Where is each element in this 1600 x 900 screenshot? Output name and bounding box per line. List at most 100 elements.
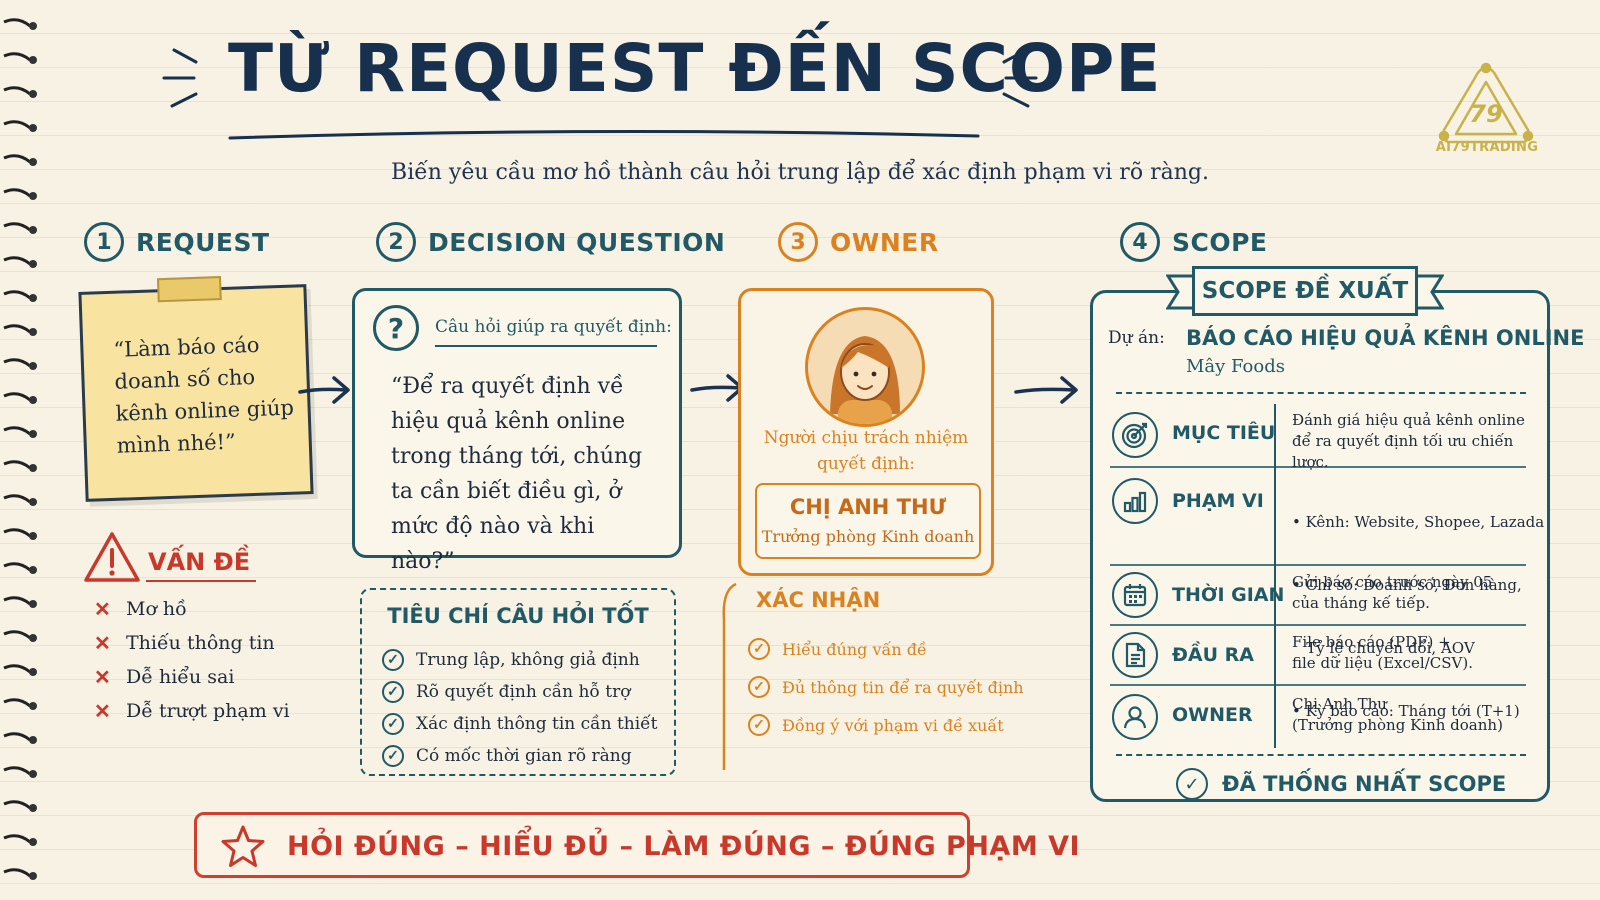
user-icon [1112,694,1158,740]
check-circle-icon: ✓ [1176,768,1208,800]
ai79trading-logo: 79 [1438,62,1534,144]
svg-text:79: 79 [1469,100,1502,128]
question-mark-icon: ? [373,305,419,351]
row-label: PHẠM VI [1172,490,1264,512]
row-label: THỜI GIAN [1172,584,1285,606]
step-label: REQUEST [136,227,270,257]
list-item: ✕Dễ hiểu sai [94,660,290,694]
owner-role: Trưởng phòng Kinh doanh [761,527,975,546]
divider [1110,564,1526,566]
criteria-title: TIÊU CHÍ CÂU HỎI TỐT [387,604,649,628]
criteria-list: ✓ Trung lập, không giả định ✓ Rõ quyết địn… [382,644,657,772]
row-value-line: file dữ liệu (Excel/CSV). [1292,654,1473,672]
check-circle-icon: ✓ [382,745,404,767]
step-4-header: 4 SCOPE [1120,222,1268,262]
scope-row-range: PHẠM VI • Kênh: Website, Shopee, Lazada … [1108,468,1544,720]
list-item-text: Xác định thông tin cần thiết [416,714,658,734]
check-circle-icon: ✓ [748,714,770,736]
divider [1110,684,1526,686]
arrow-icon [298,376,350,404]
step-number: 3 [778,222,818,262]
problem-title: VẤN ĐỀ [148,548,251,576]
divider [435,345,657,347]
problem-header: VẤN ĐỀ [82,530,282,590]
page-subtitle: Biến yêu cầu mơ hồ thành câu hỏi trung l… [391,160,1209,185]
row-label: MỤC TIÊU [1172,422,1276,444]
project-client: Mây Foods [1186,356,1285,377]
question-text: “Để ra quyết định về hiệu quả kênh onlin… [391,374,643,574]
row-value-line: • Kỳ báo cáo: Tháng tới (T+1) [1292,702,1520,720]
divider [146,580,256,582]
avatar [805,307,925,427]
slogan-text: HỎI ĐÚNG – HIỂU ĐỦ – LÀM ĐÚNG – ĐÚNG PHẠ… [287,831,1081,862]
check-circle-icon: ✓ [382,681,404,703]
row-value: • Kênh: Website, Shopee, Lazada • Chỉ số… [1292,470,1544,764]
row-value-line: File báo cáo (PDF) + [1292,633,1451,651]
list-item: ✓ Trung lập, không giả định [382,644,657,676]
list-item: ✓Đủ thông tin để ra quyết định [748,668,1024,706]
arrow-icon [1014,376,1078,404]
scope-row-objective: MỤC TIÊU Đánh giá hiệu quả kênh online đ… [1108,404,1528,471]
list-item: ✕ Dễ trượt phạm vi [94,694,290,728]
question-caption: Câu hỏi giúp ra quyết định: [435,317,672,337]
row-value: Đánh giá hiệu quả kênh online để ra quyế… [1292,410,1528,473]
criteria-card: TIÊU CHÍ CÂU HỎI TỐT ✓ Trung lập, không g… [360,588,676,776]
list-item: ✓Đồng ý với phạm vi đề xuất [748,706,1024,744]
check-circle-icon: ✓ [748,676,770,698]
row-label: OWNER [1172,704,1253,726]
bar-chart-icon [1112,478,1158,524]
confirm-list: ✓Hiểu đúng vấn đề ✓Đủ thông tin để ra qu… [748,630,1024,744]
divider [1110,466,1526,468]
document-icon [1112,632,1158,678]
list-item-text: Mơ hồ [126,598,187,620]
step-2-header: 2 DECISION QUESTION [376,222,725,262]
list-item-text: Rõ quyết định cần hỗ trợ [416,682,631,702]
woman-avatar-icon [830,336,900,424]
warning-icon [84,532,140,582]
step-label: OWNER [830,227,939,257]
star-icon [221,825,265,867]
list-item: ✓Hiểu đúng vấn đề [748,630,1024,668]
step-1-header: 1 REQUEST [84,222,270,262]
divider [1274,404,1276,748]
row-value: File báo cáo (PDF) + file dữ liệu (Excel… [1292,632,1473,674]
list-item-text: Dễ hiểu sai [126,666,235,688]
step-number: 4 [1120,222,1160,262]
row-value-line: • Kênh: Website, Shopee, Lazada [1292,513,1545,531]
row-value-line: để ra quyết định tối ưu chiến lược. [1292,432,1514,471]
row-value: Chị Anh Thư (Trưởng phòng Kinh doanh) [1292,694,1503,736]
list-item: ✕Thiếu thông tin [94,626,290,660]
list-item: ✓ Rõ quyết định cần hỗ trợ [382,676,657,708]
list-item-text: Trung lập, không giả định [416,650,640,670]
row-value: Gửi báo cáo trước ngày 05 của tháng kế t… [1292,572,1492,614]
scope-agreed: ✓ ĐÃ THỐNG NHẤT SCOPE [1176,768,1506,800]
title-decoration [162,48,1038,140]
x-icon: ✕ [94,597,111,621]
list-item-text: Dễ trượt phạm vi [126,700,290,722]
divider [1116,392,1526,394]
step-number: 1 [84,222,124,262]
slogan-banner: HỎI ĐÚNG – HIỂU ĐỦ – LÀM ĐÚNG – ĐÚNG PHẠ… [194,812,1080,878]
step-label: DECISION QUESTION [428,227,726,257]
calendar-icon [1112,572,1158,618]
row-value-line: của tháng kế tiếp. [1292,594,1430,612]
row-value-line: (Trưởng phòng Kinh doanh) [1292,716,1503,734]
owner-name: CHỊ ANH THƯ [789,495,947,519]
target-icon [1112,412,1158,458]
divider [1116,754,1526,756]
list-item-text: Có mốc thời gian rõ ràng [416,746,632,766]
check-circle-icon: ✓ [748,638,770,660]
problem-list: ✕Mơ hồ ✕Thiếu thông tin ✕Dễ hiểu sai ✕Dễ… [94,592,290,728]
step-3-header: 3 OWNER [778,222,939,262]
row-value-line: Tỷ lệ chuyển đổi, AOV [1292,639,1475,657]
x-icon: ✕ [94,631,111,655]
owner-card: Người chịu trách nhiệm quyết định: CHỊ A… [738,288,994,576]
x-icon: ✕ [94,699,111,723]
owner-name-card: CHỊ ANH THƯ Trưởng phòng Kinh doanh [755,483,981,559]
scope-row-owner: OWNER Chị Anh Thư (Trưởng phòng Kinh doa… [1108,686,1528,746]
check-circle-icon: ✓ [382,649,404,671]
list-item: ✓Xác định thông tin cần thiết [382,708,657,740]
decision-question-card: ? Câu hỏi giúp ra quyết định: “Để ra quy… [352,288,682,574]
row-value-line: • Chỉ số: Doanh số, Đơn hàng, [1292,576,1522,594]
